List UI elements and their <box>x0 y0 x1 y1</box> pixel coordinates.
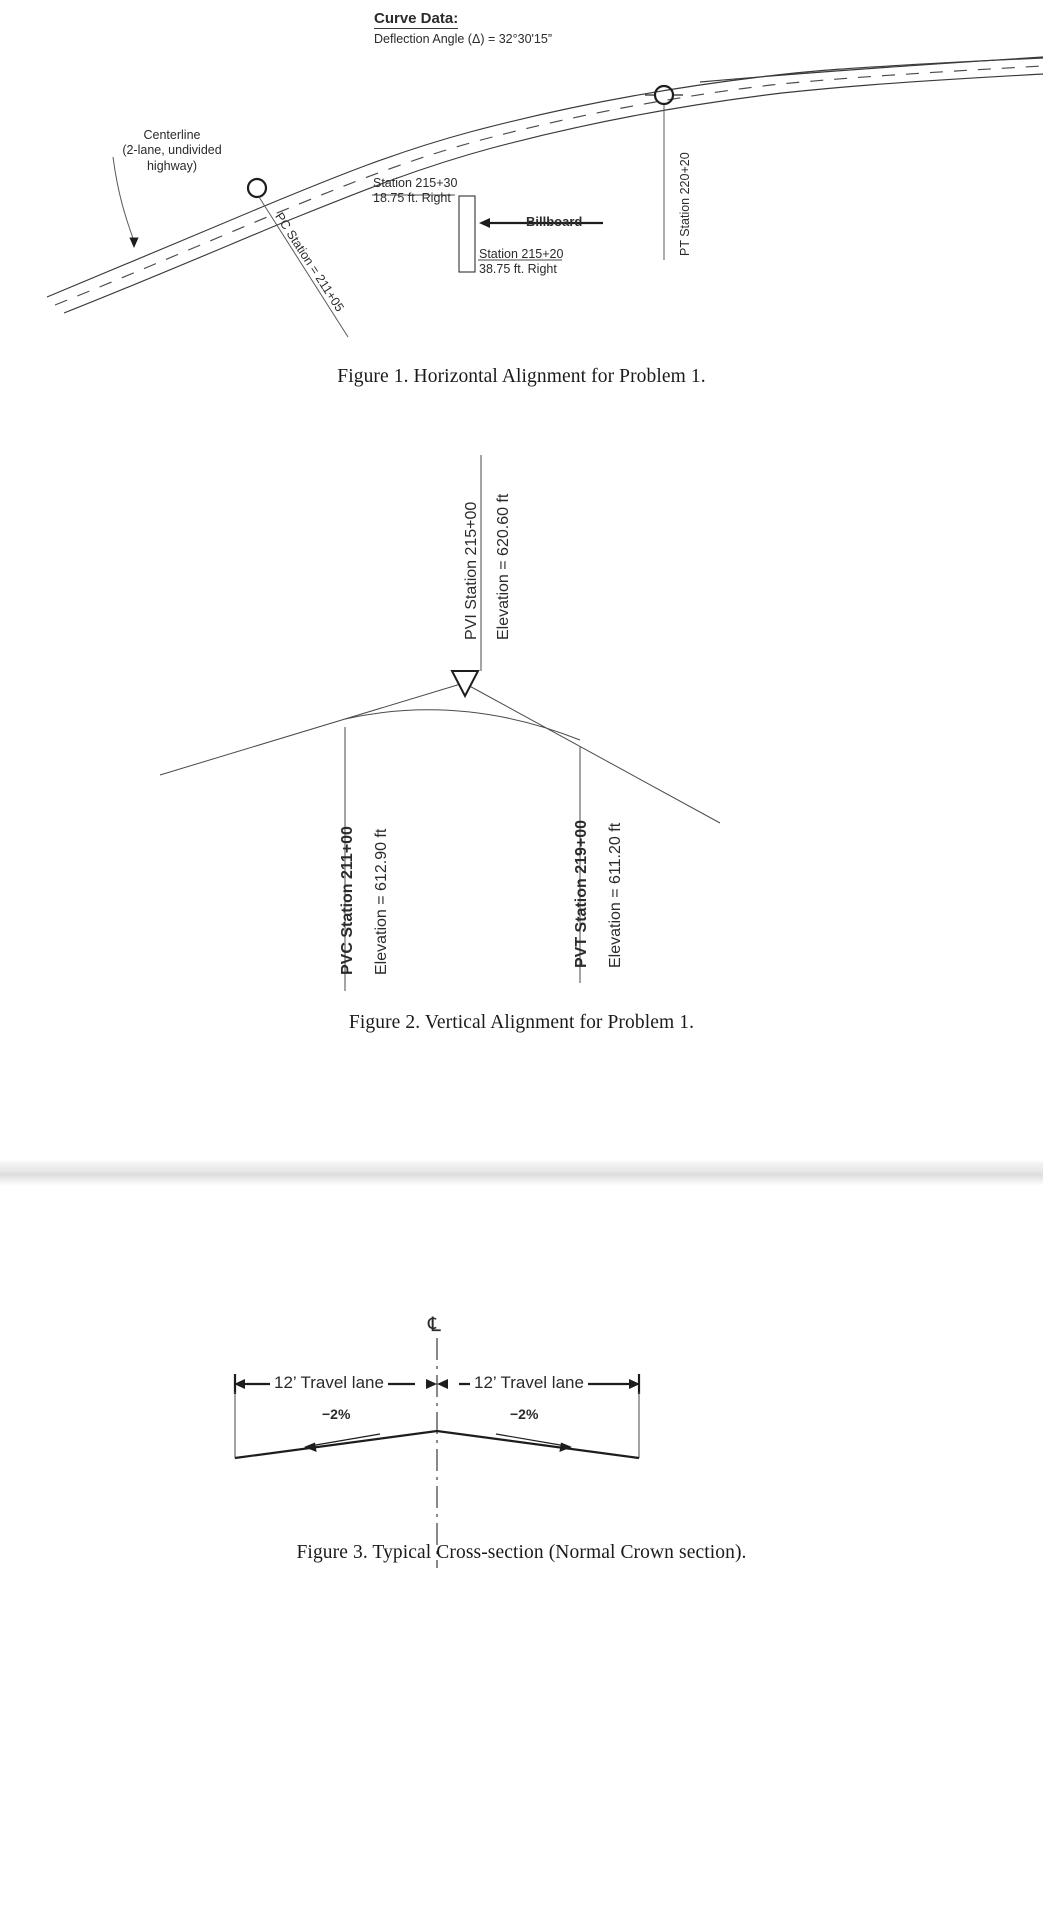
pvt-station-label: PVT Station 219+00 <box>573 819 590 968</box>
outgoing-tangent <box>463 682 721 824</box>
centerline-note-line-3: highway) <box>146 158 198 173</box>
centerline-note-line-2: (2-lane, undivided <box>122 143 222 158</box>
figure-3-caption: Figure 3. Typical Cross-section (Normal … <box>296 1542 747 1563</box>
right-slope-arrow-line <box>495 1433 567 1447</box>
centerline-leader-line <box>112 156 135 242</box>
billboard-far-line-2: 38.75 ft. Right <box>479 262 557 277</box>
figure-2-caption: Figure 2. Vertical Alignment for Problem… <box>348 1012 695 1033</box>
road-edge-north <box>46 57 1043 298</box>
pvc-station-label: PVC Station 211+00 <box>339 826 356 975</box>
billboard-rect <box>458 195 476 273</box>
centerline-leader-arrowhead <box>129 237 139 248</box>
billboard-far-line-1: Station 215+20 <box>479 247 564 261</box>
pt-point-marker <box>653 84 675 106</box>
right-lane-dimension-arrow-left <box>437 1379 448 1389</box>
billboard-far-label: Station 215+20 38.75 ft. Right <box>479 247 563 278</box>
road-edge-north-right <box>699 56 1043 83</box>
left-lane-dimension-arrow-right <box>426 1379 437 1389</box>
figure-1-drawing <box>46 56 1043 338</box>
centerline-note: Centerline (2-lane, undivided highway) <box>82 128 262 174</box>
pavement-surface <box>234 1429 640 1460</box>
figure-1-caption: Figure 1. Horizontal Alignment for Probl… <box>337 366 706 387</box>
left-slope-label: −2% <box>322 1406 351 1422</box>
curve-data-heading-text: Curve Data: <box>374 10 459 29</box>
figure-2-drawing <box>159 455 721 991</box>
pc-point-marker <box>246 177 268 199</box>
incoming-tangent <box>159 682 465 776</box>
left-lane-label: 12’ Travel lane <box>270 1373 388 1394</box>
right-lane-dimension-arrow-right <box>629 1379 640 1389</box>
pvi-station-label: PVI Station 215+00 <box>463 501 480 640</box>
billboard-label: Billboard <box>526 214 583 229</box>
left-slope-arrow-line <box>309 1433 381 1447</box>
cross-section-centerline-symbol: ℄ <box>428 1314 441 1336</box>
page-break-separator <box>0 1160 1043 1186</box>
pvt-elevation-label: Elevation = 611.20 ft <box>607 822 624 968</box>
road-edge-south <box>63 73 1043 314</box>
right-lane-label: 12’ Travel lane <box>470 1373 588 1394</box>
right-slope-arrow-head <box>559 1442 572 1452</box>
billboard-arrow-head <box>479 218 490 228</box>
billboard-near-label: Station 215+30 18.75 ft. Right <box>373 176 457 207</box>
billboard-near-line-1: Station 215+30 <box>373 176 458 190</box>
left-lane-dimension-arrow-left <box>234 1379 245 1389</box>
pc-leader-line <box>258 196 349 338</box>
pvi-elevation-label: Elevation = 620.60 ft <box>495 493 512 640</box>
billboard-near-line-2: 18.75 ft. Right <box>373 191 451 206</box>
pt-station-label: PT Station 220+20 <box>678 152 692 256</box>
deflection-angle-label: Deflection Angle (Δ) = 32°30'15” <box>374 32 552 46</box>
left-slope-arrow-head <box>304 1442 317 1452</box>
pvc-elevation-label: Elevation = 612.90 ft <box>373 828 390 975</box>
pvi-triangle-marker <box>450 670 480 699</box>
vertical-curve <box>344 709 581 741</box>
right-slope-label: −2% <box>510 1406 539 1422</box>
centerline-note-line-1: Centerline <box>143 128 201 142</box>
curve-data-heading: Curve Data: <box>374 10 459 29</box>
